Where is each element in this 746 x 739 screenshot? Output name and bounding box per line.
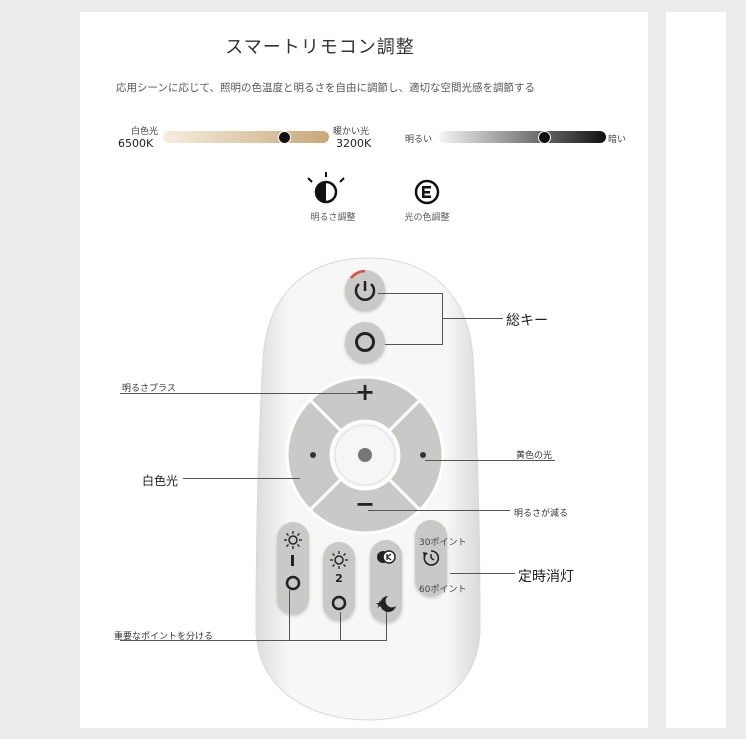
power-icon xyxy=(350,269,376,301)
brightness-slider-handle[interactable] xyxy=(538,131,552,144)
master-key-label: 総キー xyxy=(506,313,548,329)
yellow-light-button[interactable] xyxy=(386,397,445,513)
right-dot-icon xyxy=(420,452,426,458)
timer-30-label: 30ポイント xyxy=(419,538,467,548)
power-on-button[interactable] xyxy=(345,269,385,310)
dpad xyxy=(285,375,445,535)
center-dot-icon xyxy=(358,448,372,462)
callout-line xyxy=(443,318,503,319)
sun-icon xyxy=(330,551,348,569)
white-light-kelvin: 6500K xyxy=(118,137,154,150)
plus-symbol: + xyxy=(355,378,376,406)
callout-line xyxy=(120,640,387,641)
warm-light-kelvin: 3200K xyxy=(336,137,372,150)
brightness-plus-label: 明るさプラス xyxy=(122,384,176,394)
brightness-minus-button[interactable] xyxy=(307,476,423,535)
description-text: 応用シーンに応じて、照明の色温度と明るさを自由に調節し、適切な空間光感を調節する xyxy=(116,82,535,94)
brightness-plus-button[interactable] xyxy=(307,375,423,434)
yellow-light-callout: 黄色の光 xyxy=(516,451,553,461)
color-temperature-slider-handle[interactable] xyxy=(278,131,292,144)
callout-line xyxy=(442,293,443,345)
power-off-button[interactable] xyxy=(345,322,385,362)
white-light-callout: 白色光 xyxy=(142,474,179,488)
brightness-minus-label: 明るさが減る xyxy=(514,509,569,519)
side-panel xyxy=(666,12,726,728)
sun-icon xyxy=(284,531,302,549)
scene-2-number: 2 xyxy=(335,572,343,585)
scene-2-button[interactable]: 2 xyxy=(323,542,355,620)
memory-points-label: 重要なポイントを分ける xyxy=(114,632,214,642)
page-title: スマートリモコン調整 xyxy=(225,37,415,58)
moon-star-icon xyxy=(376,596,396,612)
scene-1-button[interactable] xyxy=(277,522,309,614)
color-light-icon xyxy=(414,179,440,205)
callout-line xyxy=(378,293,442,294)
bright-label: 明るい xyxy=(405,135,433,145)
callout-line xyxy=(340,612,341,640)
night-mode-button[interactable] xyxy=(370,540,402,622)
ring-icon xyxy=(285,575,301,591)
color-temperature-slider[interactable] xyxy=(163,131,329,144)
minus-symbol: − xyxy=(355,490,376,518)
callout-line xyxy=(183,478,300,479)
timer-icon xyxy=(423,550,440,566)
mode-label-brightness: 明るさ調整 xyxy=(310,213,356,223)
color-mode-icon xyxy=(377,550,396,564)
dark-label: 暗い xyxy=(608,135,627,145)
warm-light-label: 暖かい光 xyxy=(333,127,370,137)
timer-button[interactable] xyxy=(415,520,447,596)
callout-line xyxy=(120,393,365,394)
callout-line xyxy=(368,510,510,511)
timer-off-label: 定時消灯 xyxy=(518,569,574,585)
timer-60-label: 60ポイント xyxy=(419,585,467,595)
mode-label-color: 光の色調整 xyxy=(404,213,450,223)
callout-line xyxy=(450,573,515,574)
ring-icon xyxy=(355,332,375,352)
scene-1-bar xyxy=(291,555,294,566)
ring-icon xyxy=(331,595,347,611)
callout-line xyxy=(385,344,443,345)
callout-line xyxy=(289,590,290,640)
callout-line xyxy=(386,612,387,640)
white-light-label: 白色光 xyxy=(131,127,159,137)
half-sun-icon xyxy=(307,172,345,204)
brightness-slider[interactable] xyxy=(439,131,606,144)
callout-line xyxy=(425,460,555,461)
left-dot-icon xyxy=(310,452,316,458)
